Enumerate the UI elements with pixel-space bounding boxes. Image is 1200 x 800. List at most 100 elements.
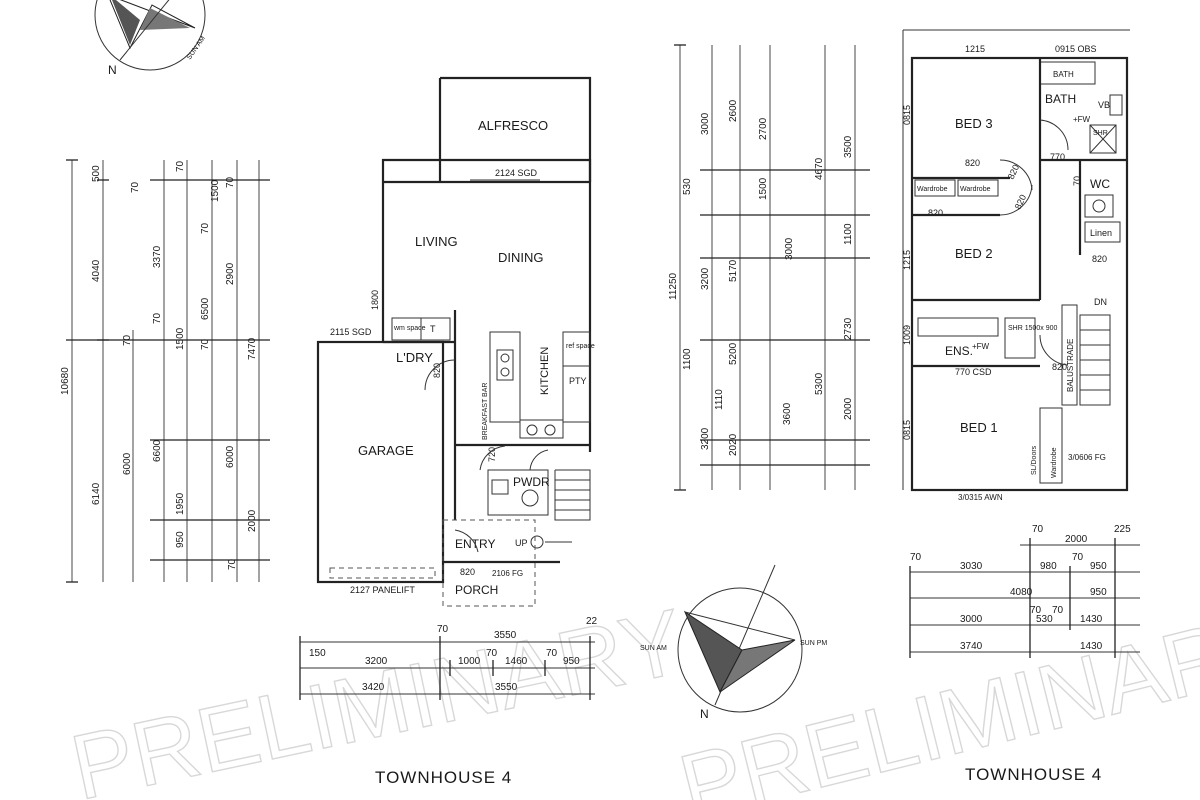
dim-ff-bot-r3-b: 950 bbox=[1090, 587, 1107, 598]
dim-bot-r1-c: 22 bbox=[586, 616, 598, 627]
room-laundry: L'DRY bbox=[396, 350, 433, 365]
dim-col7-a: 7470 bbox=[247, 337, 258, 360]
label-w0815b: 0815 bbox=[902, 420, 912, 440]
room-bed2: BED 2 bbox=[955, 246, 993, 261]
dim-col4-b: 1500 bbox=[175, 327, 186, 350]
dim-col5-c: 1500 bbox=[210, 179, 221, 202]
dim-ff-c5-a: 3500 bbox=[843, 135, 854, 158]
dim-ff-bot-r4-e: 1430 bbox=[1080, 614, 1103, 625]
room-bath: BATH bbox=[1045, 92, 1076, 106]
label-bath-tub: BATH bbox=[1053, 70, 1074, 79]
label-wardrobe-2: Wardrobe bbox=[960, 186, 991, 193]
label-top-obs: 0915 OBS bbox=[1055, 44, 1097, 54]
label-fg-window: 2106 FG bbox=[492, 569, 523, 578]
dim-ff-c2-d: 1110 bbox=[714, 389, 725, 410]
dim-col3-c: 6600 bbox=[152, 439, 163, 462]
dim-ff-bot-r4-b: 70 bbox=[1030, 605, 1042, 616]
dim-col5-b: 70 bbox=[200, 222, 211, 234]
dim-ff-c1-d: 1100 bbox=[682, 348, 693, 370]
room-wc: WC bbox=[1090, 177, 1110, 191]
dim-overall-10680: 10680 bbox=[60, 367, 71, 395]
dim-ff-c3-a: 2700 bbox=[758, 117, 769, 140]
first-bottom-dimensions: 70 2000 225 70 3030 980 70 950 4080 950 … bbox=[909, 524, 1140, 658]
room-powder: PWDR bbox=[513, 475, 550, 489]
dim-ff-bot-r5-b: 1430 bbox=[1080, 641, 1103, 652]
dim-ff-c2-a: 2600 bbox=[728, 99, 739, 122]
label-panelift: 2127 PANELIFT bbox=[350, 585, 415, 595]
label-shr-2: SHR 1500x 900 bbox=[1008, 325, 1058, 332]
dim-ff-bot-r5-a: 3740 bbox=[960, 641, 983, 652]
label-awn: 3/0315 AWN bbox=[958, 493, 1003, 502]
label-fg-3: 3/0606 FG bbox=[1068, 453, 1106, 462]
label-vb: VB bbox=[1098, 100, 1110, 110]
room-bed1: BED 1 bbox=[960, 420, 998, 435]
dim-bot-r2-g: 950 bbox=[563, 656, 580, 667]
dim-bot-r1-a: 70 bbox=[437, 624, 449, 635]
label-pantry: PTY bbox=[569, 376, 587, 386]
dim-ff-bot-r1-c: 225 bbox=[1114, 524, 1131, 535]
dim-ff-bot-r2-b: 3030 bbox=[960, 561, 983, 572]
label-fw-2: +FW bbox=[972, 342, 990, 351]
dim-ff-c3-d: 3600 bbox=[782, 402, 793, 425]
label-d70: 70 bbox=[1072, 176, 1082, 186]
dim-ff-c1-c: 3200 bbox=[700, 267, 711, 290]
label-top-1215: 1215 bbox=[965, 44, 985, 54]
label-up: UP bbox=[515, 538, 528, 548]
watermark-text-right: PRELIMINARY bbox=[670, 590, 1200, 800]
label-laundry-door: 2115 SGD bbox=[330, 327, 372, 337]
dim-bot-r2-b: 3200 bbox=[365, 656, 388, 667]
dim-bot-r2-d: 70 bbox=[486, 648, 498, 659]
label-wardrobe-1: Wardrobe bbox=[917, 186, 948, 193]
title-first-floor: TOWNHOUSE 4 bbox=[965, 765, 1102, 784]
dim-ff-c3-c: 3000 bbox=[784, 237, 795, 260]
label-w0815a: 0815 bbox=[902, 105, 912, 125]
dim-col6-b: 6000 bbox=[225, 445, 236, 468]
compass-center-north: N bbox=[700, 707, 709, 721]
label-d820d: 820 bbox=[1013, 193, 1028, 211]
label-tub: T bbox=[430, 324, 436, 334]
dim-ff-bot-r4-c: 70 bbox=[1052, 605, 1064, 616]
dim-col5-d: 70 bbox=[200, 338, 211, 350]
dim-ff-bot-r1-a: 70 bbox=[1032, 524, 1044, 535]
compass-north-label: N bbox=[108, 63, 117, 77]
dim-ff-c1-e: 3200 bbox=[700, 427, 711, 450]
room-alfresco: ALFRESCO bbox=[478, 118, 548, 133]
dim-ff-c2-b: 5170 bbox=[728, 259, 739, 282]
dim-col4-e: 950 bbox=[175, 531, 186, 548]
dim-ff-bot-r2-e: 950 bbox=[1090, 561, 1107, 572]
dim-ff-c4-a: 4670 bbox=[814, 157, 825, 180]
dim-ff-bot-r3-a: 4080 bbox=[1010, 587, 1033, 598]
label-ref-space: ref space bbox=[566, 343, 595, 350]
dim-ff-bot-r2-c: 980 bbox=[1040, 561, 1057, 572]
dim-ff-c1-a: 3000 bbox=[700, 112, 711, 135]
compass-center-sun-pm: SUN PM bbox=[800, 640, 827, 647]
label-w1215: 1215 bbox=[902, 250, 912, 270]
room-dining: DINING bbox=[498, 250, 544, 265]
dim-ff-c5-c: 2730 bbox=[843, 317, 854, 340]
dim-bot-r2-c: 1000 bbox=[458, 656, 481, 667]
dim-bot-r1-b: 3550 bbox=[494, 630, 517, 641]
dim-col7-c: 70 bbox=[227, 558, 238, 570]
label-door-820-entry: 820 bbox=[460, 567, 475, 577]
room-ens: ENS. bbox=[945, 344, 973, 358]
label-d820b: 820 bbox=[928, 208, 943, 218]
dim-bot-r2-a: 150 bbox=[309, 648, 326, 659]
dim-ff-c2-c: 5200 bbox=[728, 342, 739, 365]
dim-ff-c5-d: 2000 bbox=[843, 397, 854, 420]
dim-bot-r3-b: 3550 bbox=[495, 682, 518, 693]
dim-ff-c5-b: 1100 bbox=[843, 223, 854, 245]
label-d820f: 820 bbox=[1052, 362, 1067, 372]
room-living: LIVING bbox=[415, 234, 458, 249]
dim-ff-c4-b: 5300 bbox=[814, 372, 825, 395]
label-balustrade: BALUSTRADE bbox=[1066, 339, 1075, 392]
dim-col4-d: 1950 bbox=[175, 492, 186, 515]
label-sliding-door: 2124 SGD bbox=[495, 168, 538, 178]
dim-col1-a: 500 bbox=[91, 165, 102, 182]
label-door-770-csd: 770 CSD bbox=[955, 367, 992, 377]
dim-col2-b: 70 bbox=[130, 181, 141, 193]
dim-ff-overall: 11250 bbox=[668, 272, 679, 300]
label-fw-1: +FW bbox=[1073, 115, 1091, 124]
label-shr-1: SHR bbox=[1093, 130, 1108, 137]
dim-ff-c1-b: 530 bbox=[682, 178, 693, 195]
